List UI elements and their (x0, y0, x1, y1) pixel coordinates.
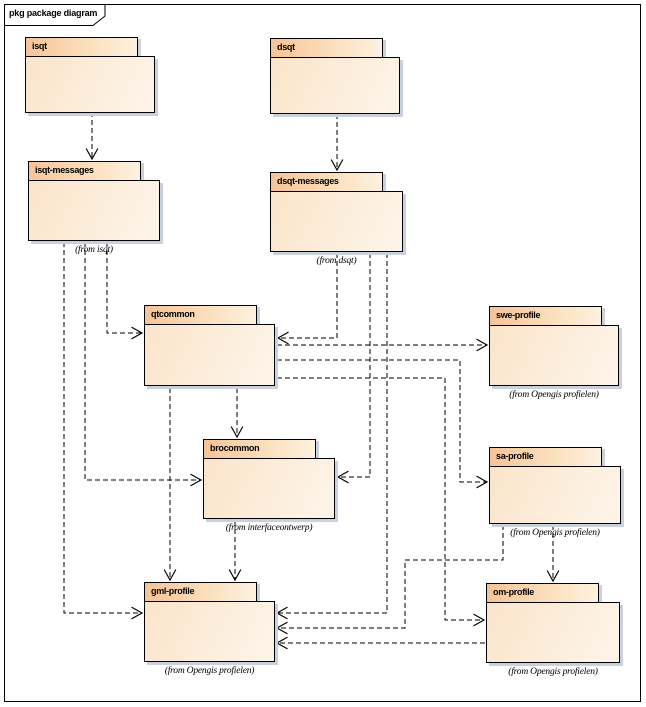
package-isqt-messages[interactable]: isqt-messages (from isqt) (28, 161, 160, 255)
package-body (270, 57, 400, 114)
diagram-frame (4, 4, 641, 702)
package-isqt[interactable]: isqt (25, 37, 155, 113)
package-body (489, 466, 621, 524)
package-tab: swe-profile (489, 306, 602, 326)
package-tab: qtcommon (144, 305, 257, 325)
package-from-label: (from isqt) (75, 245, 113, 255)
package-body (489, 325, 619, 386)
dependency-sa-profile-to-gml-profile (275, 525, 504, 635)
package-dsqt[interactable]: dsqt (270, 38, 400, 114)
dependency-dsqt-messages-to-gml-profile (275, 253, 388, 620)
package-name: dsqt-messages (277, 176, 339, 186)
frame-label-shape (4, 4, 106, 26)
package-tab: dsqt-messages (270, 172, 383, 192)
package-from-label: (from Opengis profielen) (510, 528, 600, 538)
package-body (144, 324, 275, 386)
package-swe-profile[interactable]: swe-profile (from Opengis profielen) (489, 306, 619, 400)
package-from-label: (from Opengis profielen) (164, 666, 255, 676)
dependency-dsqt-messages-to-qtcommon (276, 253, 338, 345)
package-from-label: (from interfaceontwerp) (225, 523, 313, 533)
package-tab: om-profile (486, 583, 599, 603)
package-name: brocommon (210, 443, 260, 453)
package-tab: dsqt (270, 38, 383, 58)
frame-label: pkg package diagram (4, 4, 108, 27)
package-name: isqt-messages (35, 165, 94, 175)
package-dsqt-messages[interactable]: dsqt-messages (from dsqt) (270, 172, 403, 266)
package-body (203, 458, 335, 519)
package-qtcommon[interactable]: qtcommon (144, 305, 275, 386)
package-tab: sa-profile (489, 447, 602, 467)
package-from-label: (from Opengis profielen) (509, 390, 599, 400)
package-name: isqt (32, 41, 47, 51)
package-tab: brocommon (203, 439, 316, 459)
package-tab: isqt-messages (28, 161, 141, 181)
package-name: om-profile (493, 587, 534, 597)
package-body (270, 191, 403, 252)
package-name: sa-profile (496, 451, 534, 461)
dependency-qtcommon-to-sa-profile (277, 359, 489, 489)
package-from-label: (from dsqt) (316, 256, 357, 266)
dependency-isqt-messages-to-qtcommon (106, 242, 144, 340)
package-sa-profile[interactable]: sa-profile (from Opengis profielen) (489, 447, 621, 538)
package-name: gml-profile (151, 586, 195, 596)
package-brocommon[interactable]: brocommon (from interfaceontwerp) (203, 439, 335, 533)
package-body (28, 180, 160, 241)
dependency-qtcommon-to-om-profile (277, 377, 486, 627)
package-body (25, 56, 155, 113)
package-gml-profile[interactable]: gml-profile (from Opengis profielen) (144, 582, 275, 676)
package-name: qtcommon (151, 309, 195, 319)
package-tab: isqt (25, 37, 138, 57)
package-from-label: (from Opengis profielen) (508, 667, 598, 677)
package-name: swe-profile (496, 310, 541, 320)
package-om-profile[interactable]: om-profile (from Opengis profielen) (486, 583, 620, 677)
package-tab: gml-profile (144, 582, 257, 602)
dependency-dsqt-messages-to-brocommon (336, 253, 371, 484)
package-body (486, 602, 620, 663)
dependency-isqt-messages-to-gml-profile (63, 242, 144, 620)
package-body (144, 601, 275, 662)
package-name: dsqt (277, 42, 295, 52)
dependency-isqt-messages-to-brocommon (84, 242, 203, 487)
frame-label-text: pkg package diagram (9, 8, 98, 18)
